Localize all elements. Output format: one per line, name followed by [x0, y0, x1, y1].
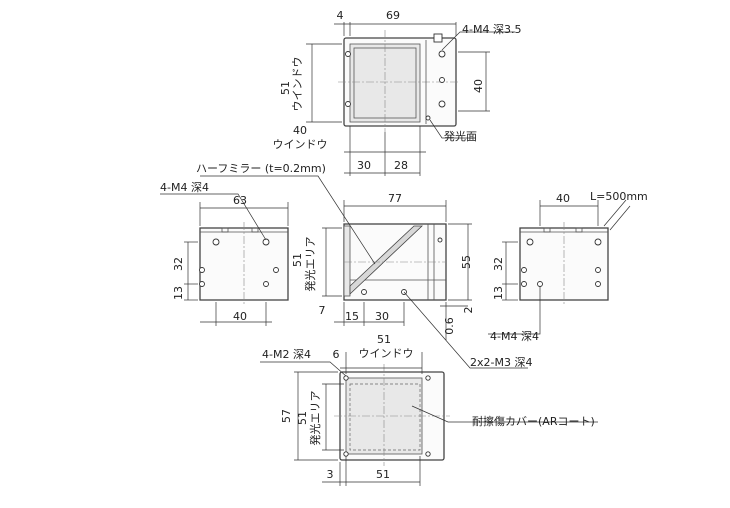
mount-hole — [595, 281, 601, 287]
mount-hole — [343, 451, 349, 457]
mount-hole — [361, 289, 367, 295]
side-callout-m3: 2x2-M3 深4 — [470, 356, 532, 369]
side-callout-mirror: ハーフミラー (t=0.2mm) — [196, 162, 326, 175]
leader-line — [441, 31, 515, 51]
bottom-label-window: ウインドウ — [359, 347, 414, 360]
leader-line — [403, 291, 528, 369]
leader-line — [200, 175, 376, 265]
top-view-cable-stub — [433, 33, 443, 43]
mount-hole — [438, 50, 446, 58]
mount-hole — [521, 281, 527, 287]
leader-line — [411, 405, 598, 423]
top-view: 4 69 51 ウインドウ 40 ウインドウ 30 28 40 4-M4 深3.… — [273, 9, 521, 176]
top-label-window-h: ウインドウ — [273, 138, 328, 151]
side-view-face — [343, 225, 351, 297]
left-dim-32: 32 — [172, 257, 185, 271]
mount-hole — [199, 267, 205, 273]
cable — [603, 199, 627, 227]
leader-line — [429, 119, 476, 139]
top-dim-28: 28 — [394, 159, 408, 172]
side-dim-7: 7 — [319, 304, 326, 317]
right-cable-length: L=500mm — [590, 190, 648, 203]
left-view-tab — [251, 227, 259, 233]
left-callout-tap: 4-M4 深4 — [160, 181, 209, 194]
left-dim-13: 13 — [172, 286, 185, 300]
bottom-dim-51: 51 — [376, 468, 390, 481]
mount-hole — [343, 375, 349, 381]
bottom-callout-m2: 4-M2 深4 — [262, 348, 311, 361]
top-label-window-v: ウインドウ — [291, 57, 304, 112]
right-dim-32: 32 — [492, 257, 505, 271]
side-dim-2: 2 — [462, 307, 475, 314]
mount-hole — [199, 281, 205, 287]
side-dim-emit-51: 51 — [291, 253, 304, 267]
mount-hole — [438, 100, 446, 108]
mount-hole — [537, 281, 543, 287]
bottom-dim-57: 57 — [280, 409, 293, 423]
right-callout-tap: 4-M4 深4 — [490, 330, 539, 343]
half-mirror — [349, 225, 424, 295]
bottom-dim-window-51: 51 — [377, 333, 391, 346]
bottom-dim-6: 6 — [333, 348, 340, 361]
mount-hole — [345, 51, 351, 57]
bottom-dim-3: 3 — [327, 468, 334, 481]
top-dim-30: 30 — [357, 159, 371, 172]
bottom-dim-emit-51: 51 — [296, 411, 309, 425]
leader-line — [160, 193, 267, 241]
side-dim-0-6: 0.6 — [443, 317, 456, 335]
side-dim-77: 77 — [388, 192, 402, 205]
side-dim-55: 55 — [460, 255, 473, 269]
bottom-view: 4-M2 深4 6 51 ウインドウ 57 51 発光エリア 3 51 耐擦傷カ… — [260, 333, 598, 486]
mount-hole — [273, 267, 279, 273]
top-dim-window-width: 40 — [293, 124, 307, 137]
mount-hole — [526, 238, 534, 246]
right-dim-13: 13 — [492, 286, 505, 300]
bottom-callout-cover: 耐擦傷カバー(ARコート) — [472, 414, 595, 428]
mount-hole — [437, 237, 443, 243]
mount-hole — [439, 77, 445, 83]
top-callout-tap: 4-M4 深3.5 — [462, 23, 521, 36]
top-dim-window-height: 51 — [279, 81, 292, 95]
left-dim-40: 40 — [233, 310, 247, 323]
mount-hole — [425, 451, 431, 457]
mount-hole — [212, 238, 220, 246]
mount-hole — [594, 238, 602, 246]
mount-hole — [345, 101, 351, 107]
side-view: 77 ハーフミラー (t=0.2mm) 55 51 発光エリア 7 15 30 … — [196, 162, 532, 369]
side-label-emit-area: 発光エリア — [303, 237, 317, 292]
right-view: 40 L=500mm 32 13 4-M4 深4 — [488, 190, 648, 343]
right-dim-40: 40 — [556, 192, 570, 205]
mount-hole — [262, 238, 270, 246]
mount-hole — [521, 267, 527, 273]
right-view-tab — [543, 227, 551, 233]
bottom-view-emit-area — [349, 383, 421, 451]
bottom-label-emit-area: 発光エリア — [308, 391, 322, 446]
top-dim-width: 69 — [386, 9, 400, 22]
top-dim-offset: 4 — [337, 9, 344, 22]
top-callout-emitting-face: 発光面 — [444, 129, 477, 143]
side-dim-30: 30 — [375, 310, 389, 323]
mount-hole — [425, 115, 431, 121]
side-dim-15: 15 — [345, 310, 359, 323]
leader-line — [260, 361, 347, 377]
right-view-tab — [575, 227, 583, 233]
cable — [609, 205, 631, 231]
left-view: 4-M4 深4 63 32 13 40 — [160, 181, 289, 326]
top-dim-right-40: 40 — [472, 79, 485, 93]
left-view-tab — [221, 227, 229, 233]
mount-hole — [425, 375, 431, 381]
left-dim-63: 63 — [233, 194, 247, 207]
mount-hole — [595, 267, 601, 273]
mount-hole — [263, 281, 269, 287]
leader-line — [488, 286, 541, 335]
